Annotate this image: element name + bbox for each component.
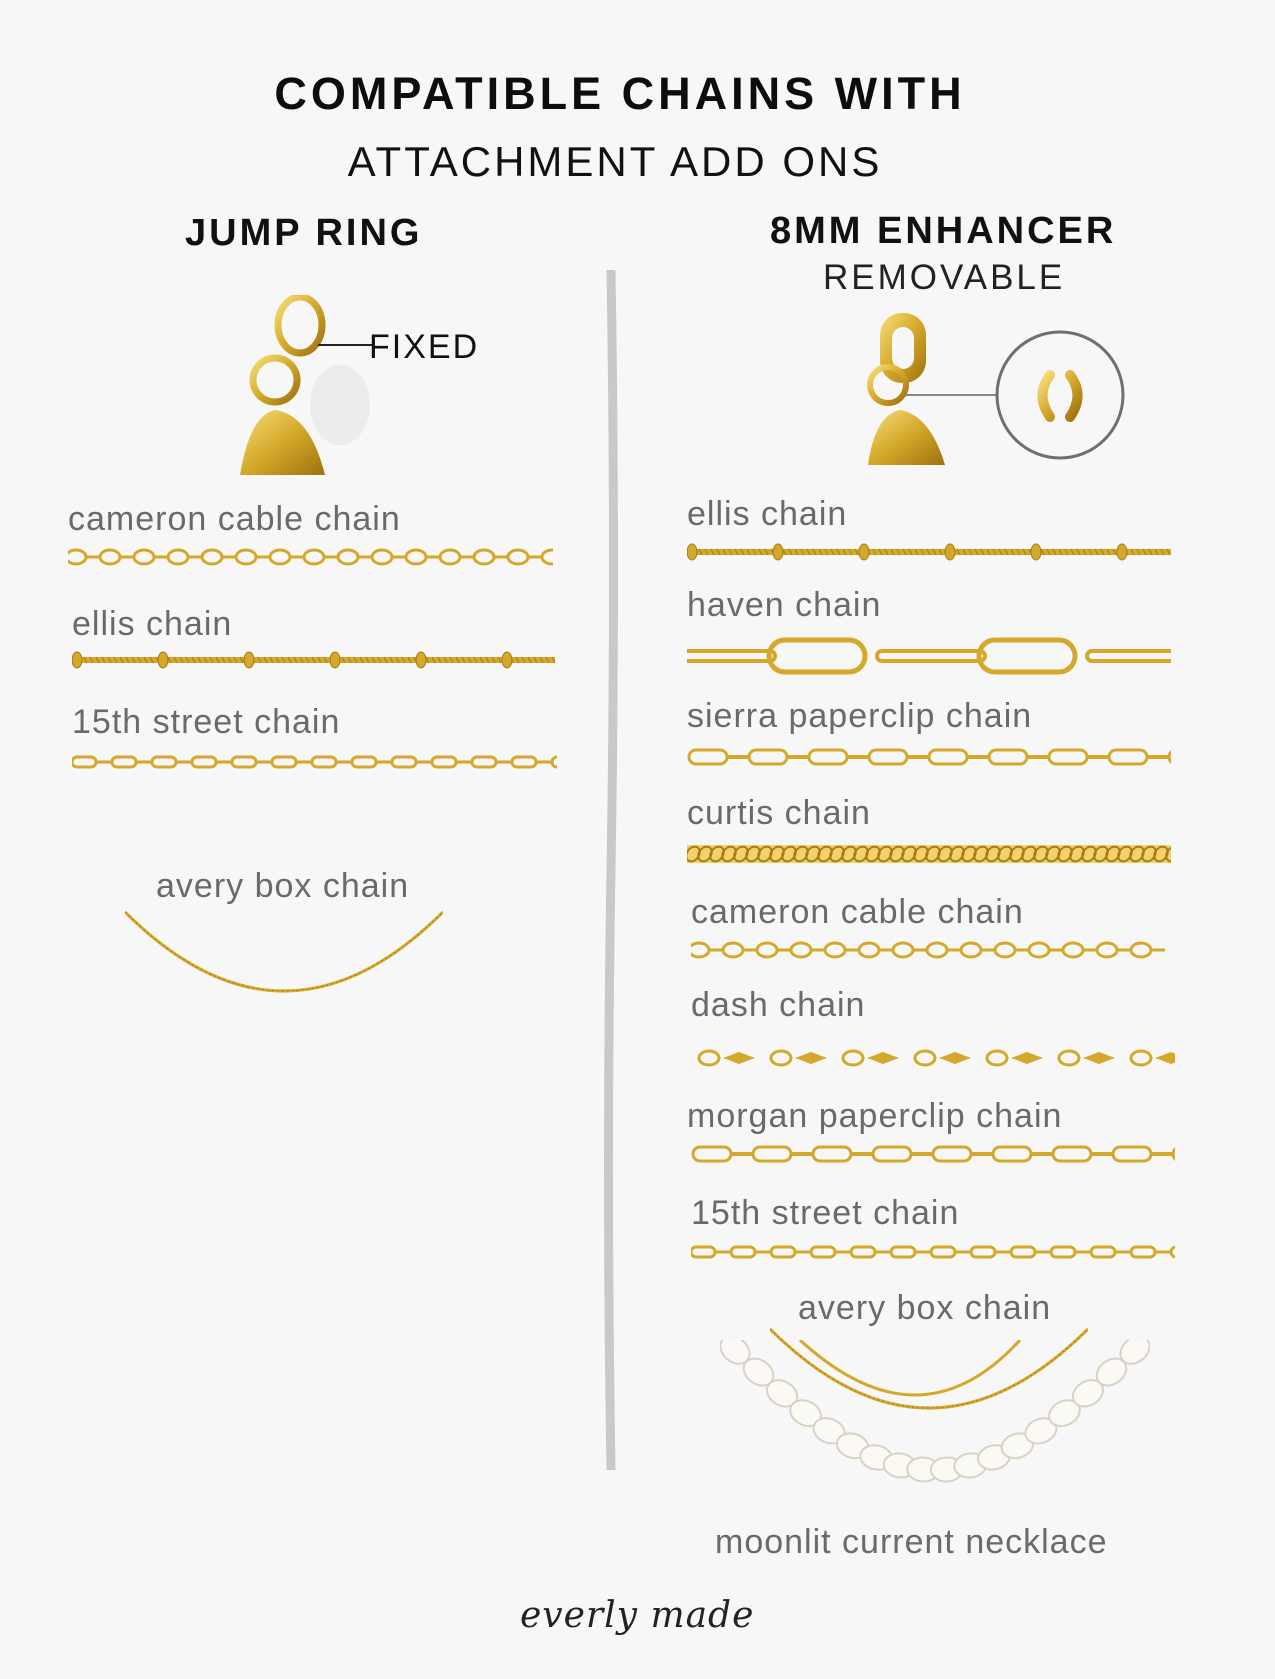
page-subtitle: ATTACHMENT ADD ONS <box>347 138 883 185</box>
jump-ring-shape <box>249 354 301 406</box>
right-chain-label-1: ellis chain <box>687 495 848 533</box>
charm-shape <box>240 410 325 475</box>
right-chain-label-10: moonlit current necklace <box>715 1523 1108 1561</box>
column-divider <box>604 270 618 1470</box>
jump-ring-illustration <box>240 295 370 475</box>
right-chain-label-9: avery box chain <box>798 1289 1052 1327</box>
right-chain-image-8 <box>691 1245 1175 1259</box>
right-chain-label-7: morgan paperclip chain <box>687 1097 1063 1135</box>
left-chain-image-3 <box>72 755 557 769</box>
left-chain-image-2 <box>72 651 555 669</box>
right-chain-image-3 <box>687 748 1171 766</box>
fixed-ring-shape <box>274 295 326 357</box>
right-chain-image-4 <box>687 845 1171 863</box>
right-chain-label-2: haven chain <box>687 586 882 624</box>
jump-ring-heading: JUMP RING <box>185 212 423 254</box>
right-chain-label-3: sierra paperclip chain <box>687 697 1033 735</box>
right-chain-label-5: cameron cable chain <box>691 893 1024 931</box>
everly-made-logo: everly made <box>520 1595 755 1636</box>
fixed-callout-line <box>318 344 372 346</box>
right-chain-label-4: curtis chain <box>687 794 871 832</box>
pearl-necklace-image <box>720 1340 1150 1483</box>
enhancer-heading: 8MM ENHANCER <box>770 210 1117 252</box>
enhancer-detail-circle <box>995 330 1125 460</box>
left-chain-label-2: ellis chain <box>72 605 233 643</box>
left-chain-label-4: avery box chain <box>156 867 410 905</box>
left-chain-image-4 <box>125 910 443 993</box>
page-title: COMPATIBLE CHAINS WITH <box>274 68 966 119</box>
right-chain-image-6 <box>697 1049 1175 1067</box>
right-chain-image-5 <box>691 941 1165 959</box>
left-chain-label-3: 15th street chain <box>72 703 341 741</box>
right-chain-label-8: 15th street chain <box>691 1194 960 1232</box>
left-chain-image-1 <box>68 548 553 566</box>
right-chain-image-7 <box>691 1145 1175 1163</box>
right-chain-image-1 <box>687 543 1171 561</box>
right-chain-image-9 <box>770 1327 1088 1410</box>
right-chain-image-2 <box>687 637 1171 675</box>
left-chain-label-1: cameron cable chain <box>68 500 401 538</box>
right-chain-label-6: dash chain <box>691 986 866 1024</box>
enhancer-illustration <box>867 313 1125 465</box>
fixed-callout-label: FIXED <box>369 328 480 366</box>
enhancer-subheading: REMOVABLE <box>823 258 1066 297</box>
